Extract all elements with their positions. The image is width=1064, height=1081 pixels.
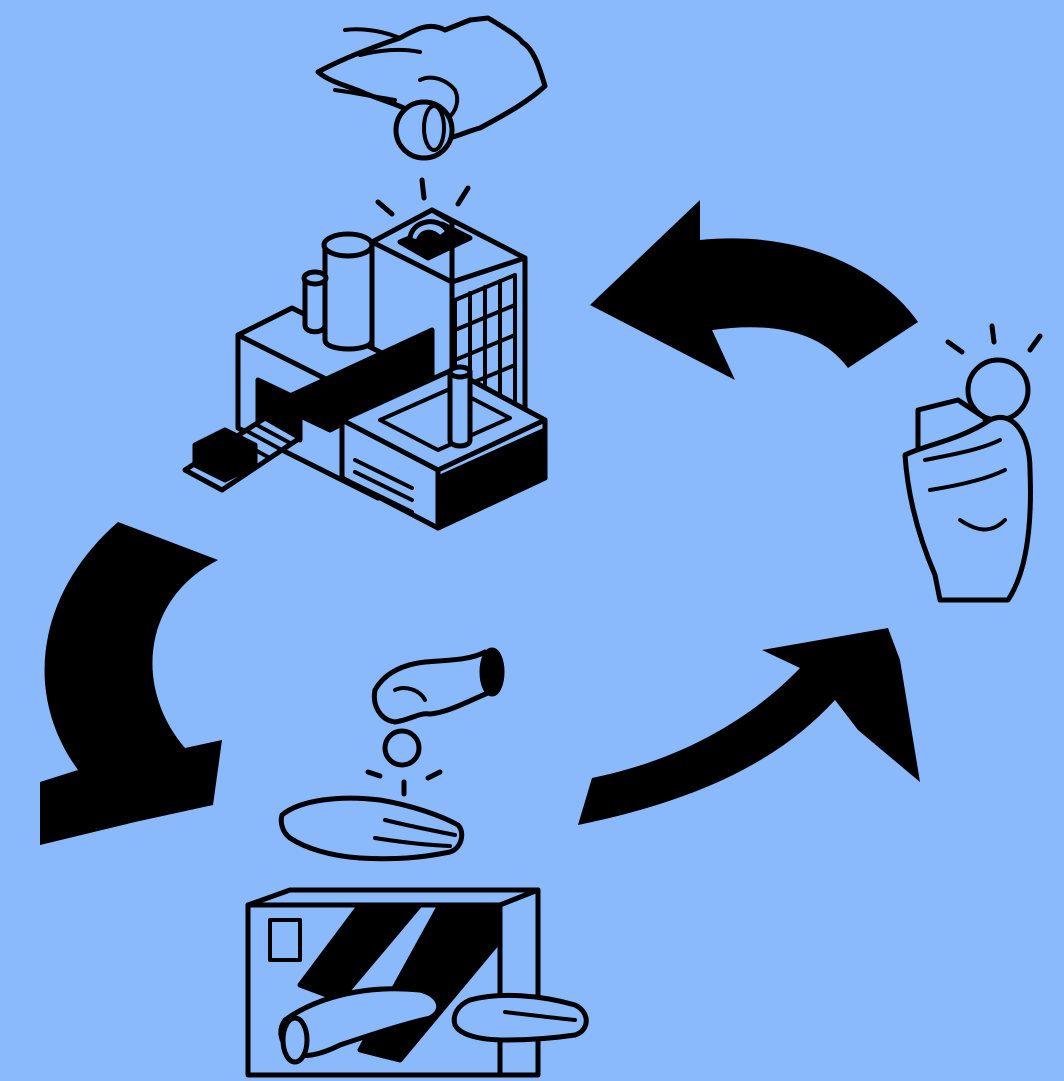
box-hands-icon — [248, 890, 586, 1075]
coin — [385, 731, 419, 765]
